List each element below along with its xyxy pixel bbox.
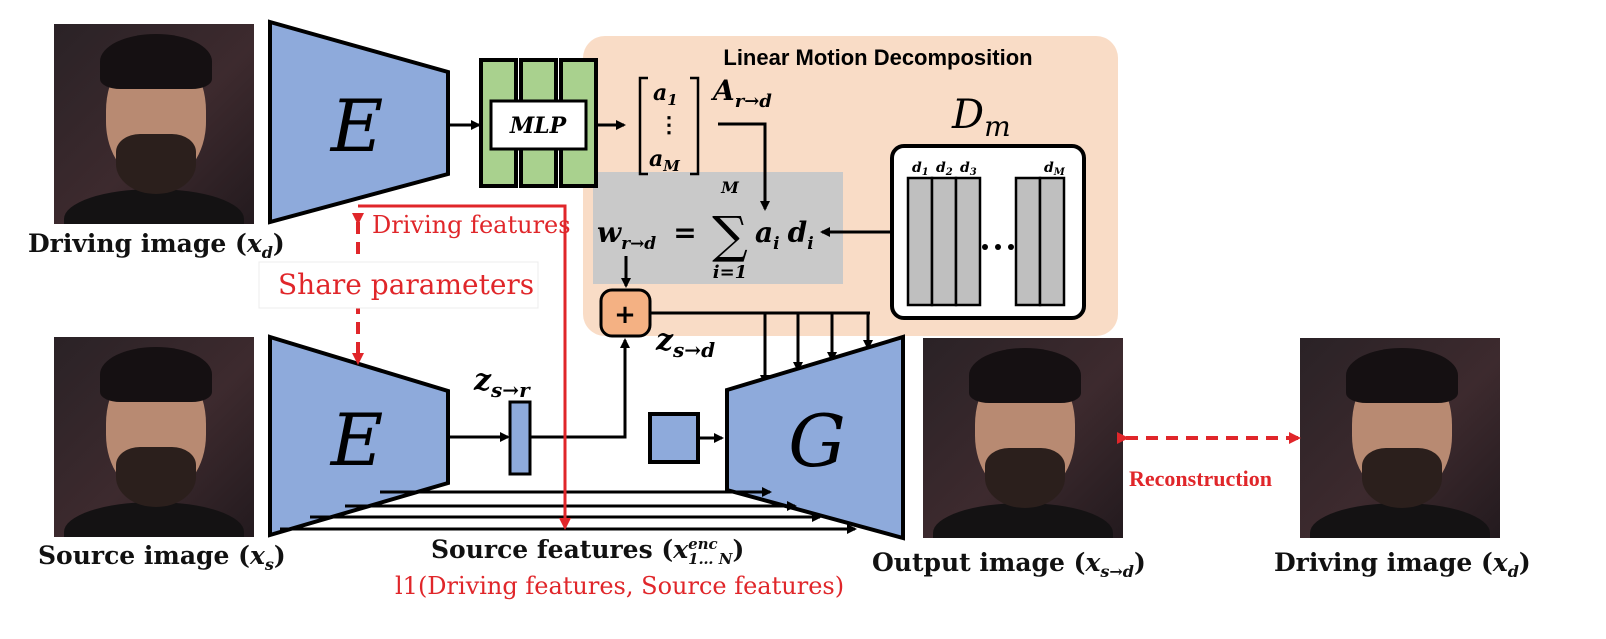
driving-features-label: Driving features	[372, 211, 571, 239]
share-parameters-label: Share parameters	[278, 268, 535, 301]
encoder-top-label: E	[329, 84, 384, 168]
share-parameters-box	[258, 261, 539, 309]
dict-ellipsis-dot-2	[995, 244, 1001, 250]
formula-w: wr→d	[597, 216, 656, 254]
dict-ellipsis-dot-1	[982, 244, 988, 250]
l1-loss-label: l1(Driving features, Source features)	[395, 572, 845, 600]
z-s-to-r-vector	[508, 400, 532, 476]
dict-col-2	[930, 176, 958, 307]
mlp-box	[489, 99, 588, 151]
generator-label: G	[788, 399, 846, 483]
output-image	[923, 338, 1123, 538]
encoder-bottom-label: E	[329, 398, 384, 482]
vector-bracket-left	[638, 76, 648, 176]
feature-square	[648, 412, 700, 464]
driving-image-top	[54, 24, 254, 224]
driving-image-top-caption: Driving image (xd)	[28, 229, 285, 262]
plus-symbol: +	[614, 300, 636, 330]
formula-equals: =	[673, 216, 696, 249]
z-s-to-d-label: zs→d	[655, 323, 715, 362]
arrow-zsr-to-plus	[530, 338, 630, 439]
lmd-panel-title: Linear Motion Decomposition	[723, 45, 1032, 70]
dict-col-1	[906, 176, 934, 307]
dict-label-d3: d3	[960, 160, 977, 178]
mlp-label: MLP	[509, 113, 568, 139]
dict-label-dM: dM	[1044, 160, 1066, 178]
formula-upper: M	[720, 178, 740, 197]
a-r-to-d-label: Ar→d	[710, 74, 772, 112]
driving-image-right	[1300, 338, 1500, 538]
arrow-a-to-sum	[718, 122, 770, 211]
output-image-caption: Output image (xs→d)	[872, 548, 1146, 581]
dm-label: Dm	[951, 92, 1011, 143]
driving-features-line	[358, 204, 571, 530]
formula-sigma: ∑	[712, 206, 748, 264]
dict-col-m2	[1038, 176, 1066, 307]
dict-label-d1: d1	[912, 160, 929, 178]
source-image	[54, 337, 254, 537]
dict-label-d2: d2	[936, 160, 953, 178]
vector-bracket-right	[690, 76, 700, 176]
encoder-bottom	[268, 334, 450, 538]
vector-aM: aM	[649, 146, 680, 175]
vector-dots: ⋮	[658, 112, 680, 138]
z-s-to-r-label: zs→r	[473, 363, 531, 402]
formula-box	[593, 172, 843, 284]
vector-a1: a1	[653, 80, 678, 109]
encoder-top	[268, 19, 450, 225]
source-image-caption: Source image (xs)	[38, 541, 286, 574]
dict-col-3	[954, 176, 982, 307]
dict-ellipsis-dot-3	[1008, 244, 1014, 250]
reconstruction-label: Reconstruction	[1129, 466, 1272, 491]
driving-image-right-caption: Driving image (xd)	[1274, 548, 1531, 581]
formula-lower: i=1	[713, 262, 747, 283]
dict-col-m1	[1014, 176, 1042, 307]
